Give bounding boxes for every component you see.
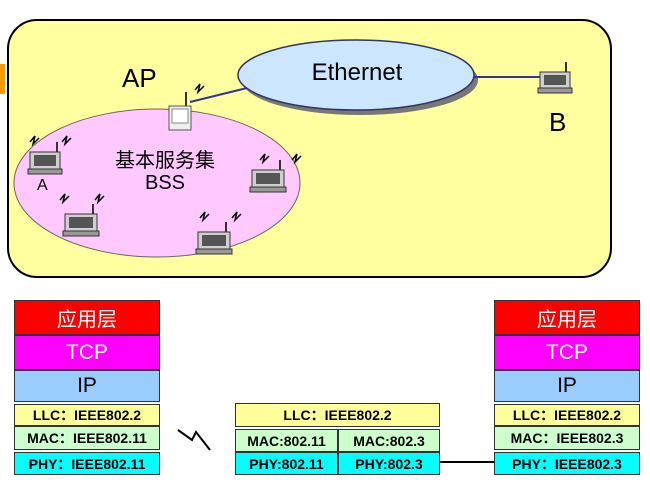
ap-device-icon	[168, 83, 205, 131]
ap-to-ethernet-line	[189, 87, 248, 103]
left-phy-layer: PHY：IEEE802.11	[14, 452, 160, 475]
left-ip-layer: IP	[14, 370, 160, 402]
left-llc-layer: LLC：IEEE802.2	[14, 404, 160, 426]
bss-title-en: BSS	[144, 172, 186, 194]
laptop-b-icon	[537, 62, 573, 94]
laptop-a-icon	[27, 135, 72, 175]
slide-edge-strip	[0, 64, 5, 94]
ap-llc-layer: LLC：IEEE802.2	[235, 403, 440, 427]
ethernet-label: Ethernet	[311, 59, 403, 86]
right-ip-layer: IP	[494, 370, 640, 402]
ap-label: AP	[122, 63, 157, 93]
ethernet-ellipse	[237, 39, 475, 111]
right-phy-layer: PHY：IEEE802.3	[494, 452, 640, 475]
bss-title-cn: 基本服务集	[115, 150, 215, 172]
left-tcp-layer: TCP	[14, 335, 160, 370]
station-a-label: A	[37, 177, 48, 194]
ap-mac-8023-layer: MAC:802.3	[338, 429, 440, 452]
laptop-station-3-icon	[249, 153, 302, 193]
station-b-label: B	[549, 107, 567, 137]
wireless-link-icon	[177, 429, 211, 451]
right-llc-layer: LLC：IEEE802.2	[494, 404, 640, 426]
right-mac-layer: MAC：IEEE802.3	[494, 426, 640, 450]
laptop-station-4-icon	[195, 211, 242, 255]
bss-title: 基本服务集 BSS	[100, 150, 230, 194]
ap-phy-8023-layer: PHY:802.3	[338, 452, 440, 475]
ap-phy-80211-layer: PHY:802.11	[235, 452, 338, 475]
left-mac-layer: MAC：IEEE802.11	[14, 426, 160, 450]
right-app-layer: 应用层	[494, 300, 640, 335]
left-app-layer: 应用层	[14, 300, 160, 335]
laptop-station-2-icon	[59, 193, 105, 237]
ap-mac-80211-layer: MAC:802.11	[235, 429, 338, 452]
right-tcp-layer: TCP	[494, 335, 640, 370]
